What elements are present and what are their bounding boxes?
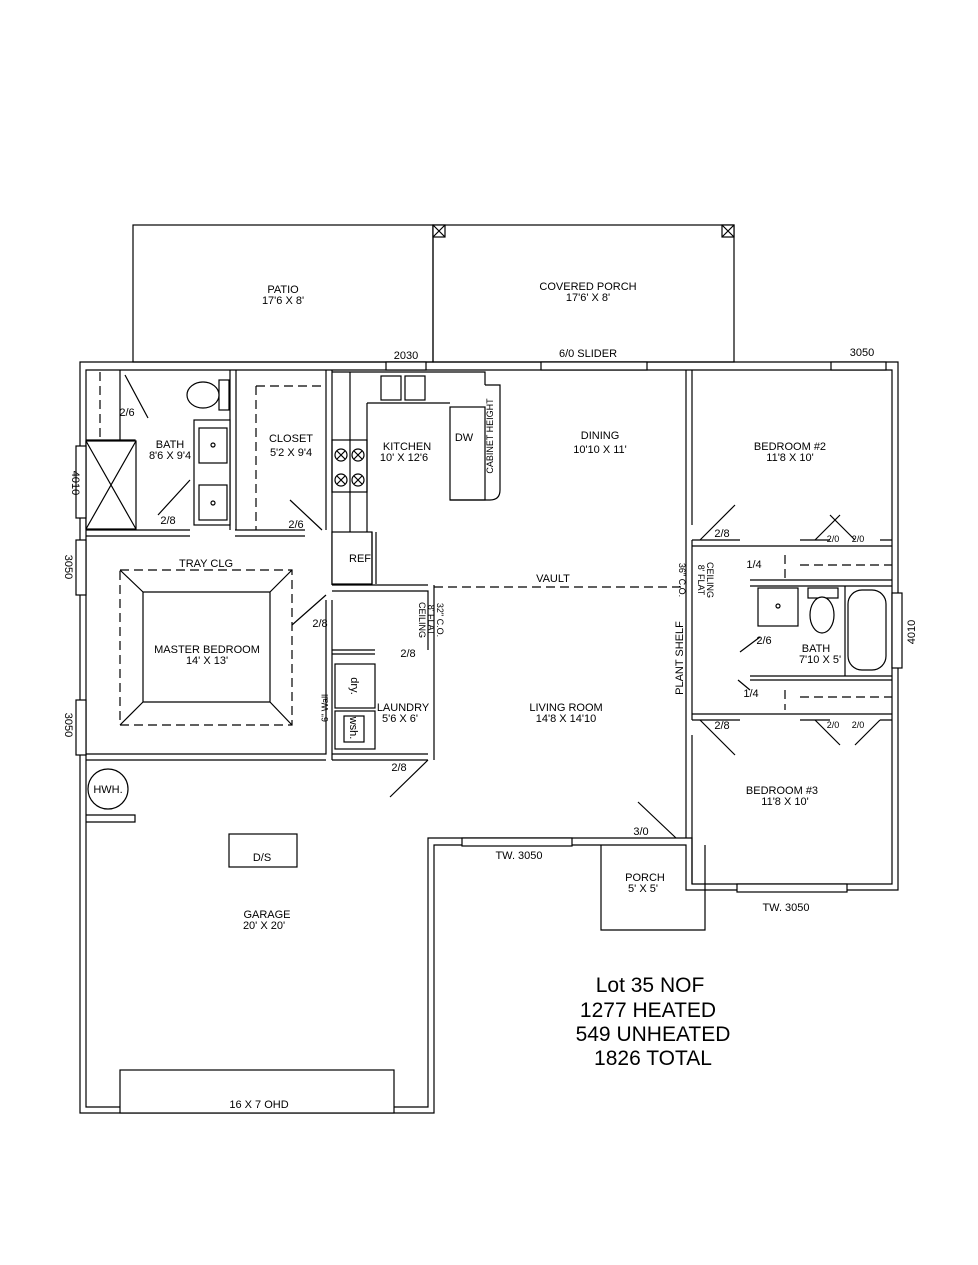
master-bedroom-label: MASTER BEDROOM: [154, 644, 260, 656]
water-heater: [87, 768, 129, 810]
bedroom2-label: BEDROOM #2: [754, 441, 826, 453]
windows: [75, 361, 887, 893]
garage-label: GARAGE: [243, 909, 290, 921]
door-label: 2/0: [852, 720, 865, 730]
porch-dims: 5' X 5': [628, 883, 658, 895]
laundry-label: LAUNDRY: [377, 702, 430, 714]
flat-ceiling-note: 36" C.O.: [677, 563, 687, 597]
door-label: 2/8: [714, 720, 729, 732]
vault-label: VAULT: [536, 573, 570, 585]
tray-ceiling-label: TRAY CLG: [179, 558, 233, 570]
door-label: 2/6: [288, 519, 303, 531]
flat-ceiling-note: 8' FLAT: [426, 605, 436, 636]
tw-living-label: TW. 3050: [495, 850, 542, 862]
cabinet-height-label: CABINET HEIGHT: [485, 398, 495, 474]
heated-area: 1277 HEATED: [580, 999, 716, 1022]
bath2-sink: [757, 587, 799, 627]
refrigerator-label: REF: [349, 553, 371, 565]
window-2030-label: 2030: [394, 350, 418, 362]
kitchen-dims: 10' X 12'6: [380, 452, 428, 464]
living-room-label: LIVING ROOM: [529, 702, 602, 714]
water-heater-label: HWH.: [93, 784, 122, 796]
window-3050-left1-label: 3050: [62, 555, 74, 579]
dining-label: DINING: [581, 430, 620, 442]
door-label: 2/8: [160, 515, 175, 527]
master-bath-dims: 8'6 X 9'4: [149, 450, 191, 462]
window-3050-left2-label: 3050: [62, 713, 74, 737]
range-burners-icon: [334, 448, 365, 487]
wall-note: 6" Wall: [320, 694, 330, 722]
bedroom3-dims: 11'8 X 10': [761, 796, 808, 808]
bedroom3-label: BEDROOM #3: [746, 785, 818, 797]
disappearing-stair-label: D/S: [253, 852, 271, 864]
slider-label: 6/0 SLIDER: [559, 348, 617, 360]
closet-shelves: [784, 555, 892, 710]
kitchen-label: KITCHEN: [383, 441, 431, 453]
door-label: 3/0: [633, 826, 648, 838]
window-4010-right-label: 4010: [906, 620, 918, 644]
door-label: 2/8: [400, 648, 415, 660]
door-label: 2/0: [852, 534, 865, 544]
flat-ceiling-note: 8' FLAT: [696, 565, 706, 596]
master-bath-label: BATH: [156, 439, 185, 451]
unheated-area: 549 UNHEATED: [576, 1023, 731, 1046]
window-4010-left-label: 4010: [69, 471, 81, 495]
toilet-icon: [807, 587, 839, 634]
lot-label: Lot 35 NOF: [596, 974, 705, 997]
door-label: 2/0: [827, 720, 840, 730]
ohd-label: 16 X 7 OHD: [229, 1099, 288, 1111]
window-4010-right: [891, 592, 903, 669]
kitchen-cabinets: [331, 371, 501, 585]
bath2-dims: 7'10 X 5': [799, 654, 841, 666]
bathtub: [847, 589, 887, 671]
door-swings: [124, 374, 881, 839]
flat-ceiling-note: CEILING: [417, 602, 427, 638]
porch-label: PORCH: [625, 872, 665, 884]
washer: [334, 710, 376, 750]
patio-dims: 17'6 X 8': [262, 295, 304, 307]
closet-shelf: [255, 385, 326, 530]
door-label: 2/6: [119, 407, 134, 419]
flat-ceiling-note: 32" C.O.: [435, 603, 445, 637]
closet-label: CLOSET: [269, 433, 313, 445]
dryer-label: dry.: [348, 677, 360, 695]
door-label: 2/8: [312, 618, 327, 630]
closet-dims: 5'2 X 9'4: [270, 447, 312, 459]
dining-dims: 10'10 X 11': [573, 444, 627, 456]
washer-label: wsh.: [347, 716, 359, 740]
tray-ceiling-inner: [119, 569, 293, 726]
shower: [85, 440, 137, 530]
bedroom2-dims: 11'8 X 10': [766, 452, 813, 464]
covered-porch-dims: 17'6' X 8': [566, 292, 610, 304]
patio-label: PATIO: [267, 284, 299, 296]
living-room-dims: 14'8 X 14'10: [536, 713, 596, 725]
disappearing-stair: [228, 833, 298, 868]
tw-bed3-label: TW. 3050: [762, 902, 809, 914]
dryer: [334, 663, 376, 709]
bath2-label: BATH: [802, 643, 831, 655]
toilet-icon: [186, 379, 230, 411]
door-label: 2/8: [714, 528, 729, 540]
door-label: 2/0: [827, 534, 840, 544]
garage-dims: 20' X 20': [243, 920, 285, 932]
master-vanity: [193, 419, 231, 526]
door-label: 2/6: [756, 635, 771, 647]
master-bedroom-dims: 14' X 13': [186, 655, 228, 667]
door-label: 1/4: [743, 688, 758, 700]
dishwasher-label: DW: [455, 432, 474, 444]
door-label: 1/4: [746, 559, 761, 571]
window-3050-top-label: 3050: [850, 347, 874, 359]
post-icon: [432, 224, 446, 238]
laundry-dims: 5'6 X 6': [382, 713, 418, 725]
plant-shelf-label: PLANT SHELF: [674, 621, 686, 695]
covered-porch-label: COVERED PORCH: [539, 281, 636, 293]
total-area: 1826 TOTAL: [594, 1047, 712, 1070]
door-label: 2/8: [391, 762, 406, 774]
post-icon: [721, 224, 735, 238]
flat-ceiling-note: CEILING: [705, 562, 715, 598]
garage-door: [119, 1069, 395, 1114]
